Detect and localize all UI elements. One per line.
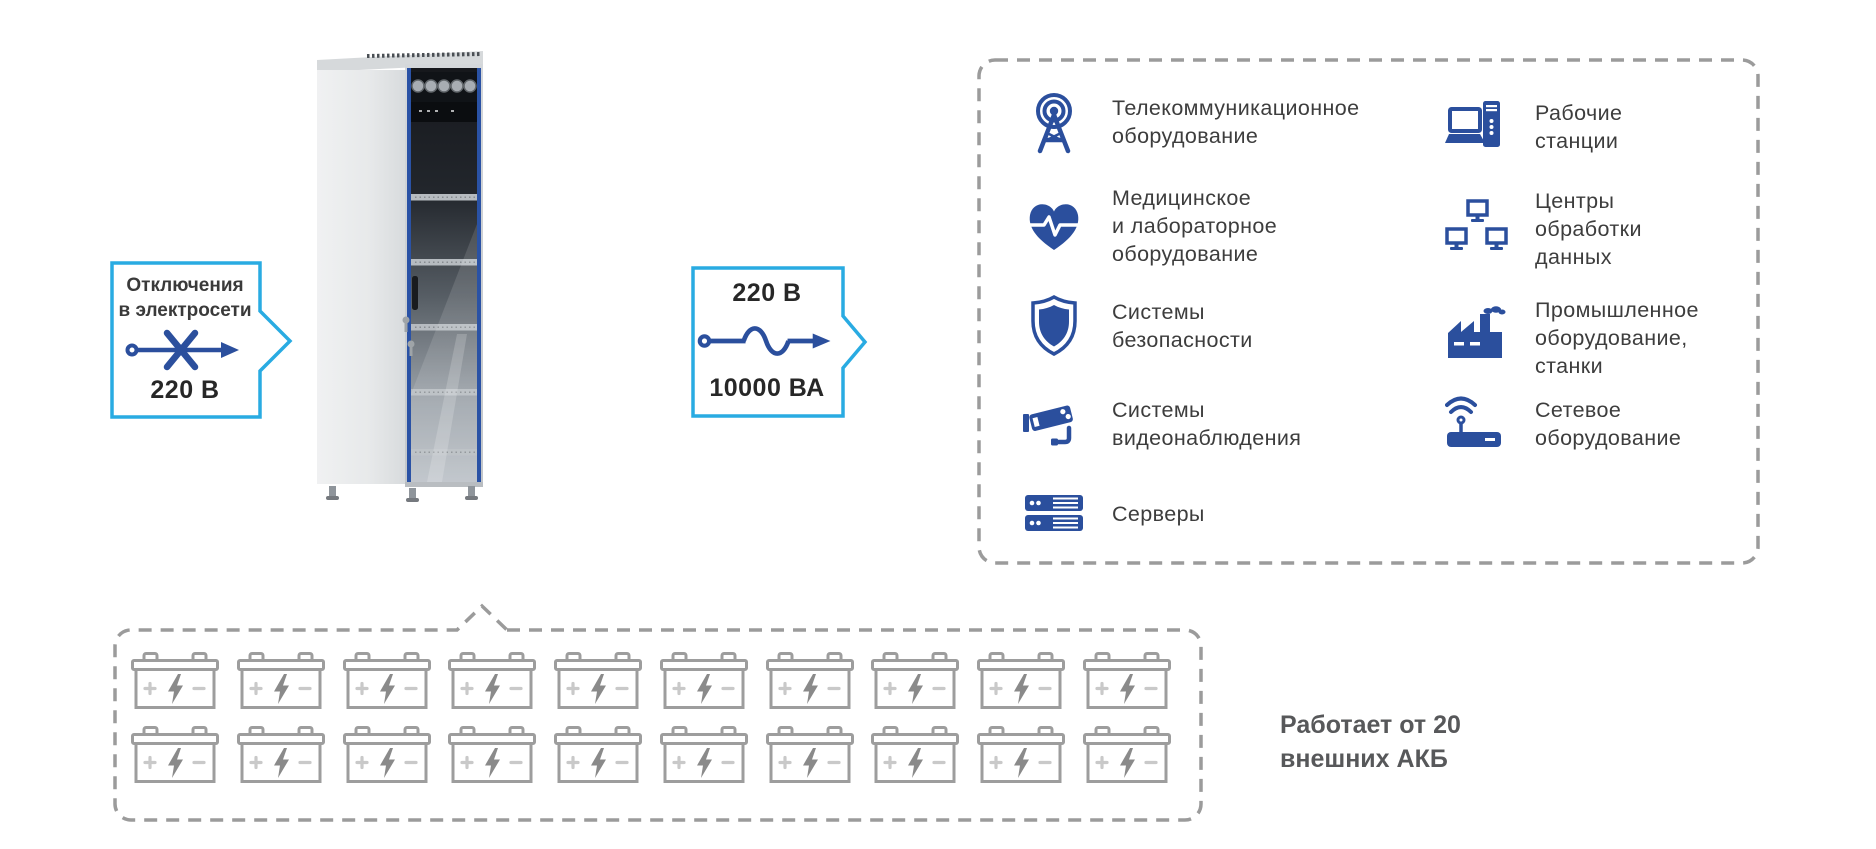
telecom-tower-icon	[1022, 90, 1086, 154]
battery-caption: Работает от 20 внешних АКБ	[1280, 711, 1461, 773]
load-label: Системы видеонаблюдения	[1112, 398, 1302, 450]
load-row-servers: Серверы	[1022, 486, 1205, 542]
load-row-network: Сетевое оборудование	[1445, 386, 1681, 462]
battery-icon	[871, 726, 960, 783]
door-keys	[402, 316, 415, 356]
load-row-telecom: Телекоммуникационное оборудование	[1022, 84, 1360, 160]
battery-icon	[765, 726, 854, 783]
data-center-icon	[1445, 197, 1509, 261]
output-callout-frame	[691, 266, 868, 418]
battery-icon	[1082, 652, 1171, 709]
load-row-cctv: Системы видеонаблюдения	[1022, 388, 1301, 460]
battery-icon	[236, 726, 325, 783]
load-label: Системы безопасности	[1112, 300, 1253, 352]
load-label: Центры обработки данных	[1535, 189, 1642, 269]
battery-panel-frame	[113, 603, 1203, 822]
cabinet-feet	[326, 486, 478, 502]
output-voltage: 220 В	[732, 279, 802, 307]
input-callout-title: Отключения в электросети	[118, 275, 252, 321]
load-row-security: Системы безопасности	[1022, 286, 1253, 366]
battery-icon	[131, 726, 219, 783]
cctv-camera-icon	[1022, 392, 1086, 456]
load-row-workstations: Рабочие станции	[1445, 94, 1622, 160]
loads-panel-frame	[977, 58, 1760, 565]
battery-icon	[448, 652, 537, 709]
battery-icon	[554, 726, 643, 783]
door-handle	[412, 276, 418, 310]
output-power: 10000 ВА	[709, 374, 825, 402]
factory-icon	[1445, 306, 1509, 370]
load-label: Медицинское и лабораторное оборудование	[1112, 186, 1278, 266]
load-row-data-center: Центры обработки данных	[1445, 188, 1642, 270]
battery-icon	[554, 652, 643, 709]
battery-icon	[1082, 726, 1171, 783]
power-outage-arrow-icon	[125, 329, 239, 370]
battery-icon	[131, 652, 219, 709]
battery-icon	[765, 652, 854, 709]
load-label: Сетевое оборудование	[1535, 398, 1682, 450]
sine-wave-arrow-icon	[697, 326, 831, 356]
load-label: Телекоммуникационное оборудование	[1112, 96, 1360, 148]
input-voltage: 220 В	[150, 376, 220, 404]
battery-icon	[236, 652, 325, 709]
servers-icon	[1022, 482, 1086, 546]
router-icon	[1445, 392, 1509, 456]
battery-icon	[342, 726, 431, 783]
battery-icon	[659, 652, 748, 709]
load-row-medical: Медицинское и лабораторное оборудование	[1022, 184, 1277, 268]
medical-heart-icon	[1022, 194, 1086, 258]
battery-row	[131, 726, 1171, 783]
security-shield-icon	[1022, 294, 1086, 358]
load-label: Серверы	[1112, 502, 1205, 526]
load-label: Рабочие станции	[1535, 101, 1623, 153]
workstation-icon	[1445, 95, 1509, 159]
output-callout: 220 В 10000 ВА	[691, 266, 868, 418]
input-callout: Отключения в электросети 220 В	[110, 261, 294, 419]
battery-icon	[448, 726, 537, 783]
battery-icon	[977, 652, 1066, 709]
battery-icon	[977, 726, 1066, 783]
battery-row	[131, 652, 1171, 709]
load-label: Промышленное оборудование, станки	[1535, 298, 1699, 378]
input-callout-frame	[110, 261, 293, 419]
battery-icon	[871, 652, 960, 709]
battery-icon	[659, 726, 748, 783]
load-row-industrial: Промышленное оборудование, станки	[1445, 292, 1699, 384]
battery-icon	[342, 652, 431, 709]
server-rack-cabinet	[317, 51, 483, 502]
